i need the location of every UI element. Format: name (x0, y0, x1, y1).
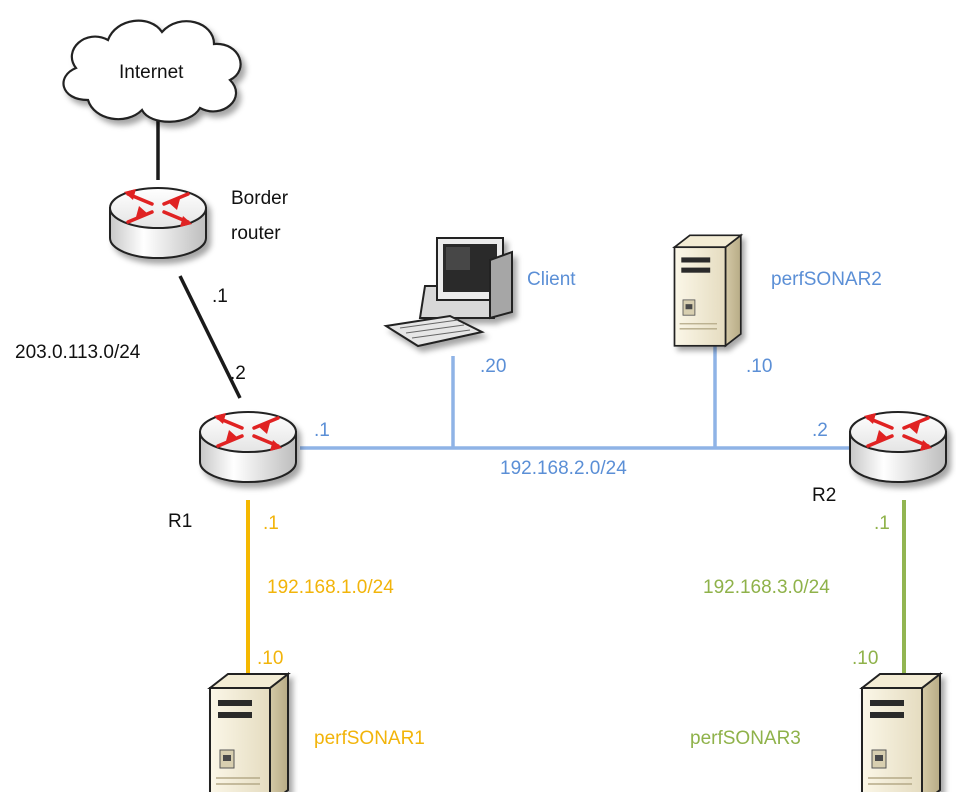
lan1-subnet: 192.168.1.0/24 (267, 577, 394, 598)
border-router-label-line1: Border (231, 188, 289, 209)
desktop-computer-icon (383, 237, 513, 348)
lan3-subnet: 192.168.3.0/24 (703, 577, 830, 598)
server-tower-icon (861, 673, 941, 792)
lan2-ps2-host: .10 (746, 356, 773, 377)
perfsonar2-label: perfSONAR2 (771, 269, 882, 290)
lan3-ps3-host: .10 (852, 648, 879, 669)
lan3-r2-host: .1 (874, 513, 890, 534)
perfsonar3-label: perfSONAR3 (690, 728, 801, 749)
router-icon (108, 186, 208, 260)
lan2-subnet: 192.168.2.0/24 (500, 458, 627, 479)
wan-border-host: .1 (212, 286, 228, 307)
cloud-icon (62, 19, 242, 123)
server-tower-icon (209, 673, 289, 792)
client-label: Client (527, 269, 576, 290)
r1-label: R1 (168, 511, 193, 532)
border-router-label-line2: router (231, 223, 281, 244)
router-icon (848, 410, 948, 484)
wan-r1-host: .2 (230, 363, 246, 384)
lan2-r1-host: .1 (314, 420, 330, 441)
lan2-client-host: .20 (480, 356, 507, 377)
perfsonar1-label: perfSONAR1 (314, 728, 425, 749)
router-icon (198, 410, 298, 484)
link-border-r1 (178, 275, 242, 399)
internet-label: Internet (119, 62, 184, 83)
server-tower-icon (673, 234, 742, 347)
wan-subnet: 203.0.113.0/24 (15, 342, 141, 363)
lan2-r2-host: .2 (812, 420, 828, 441)
r2-label: R2 (812, 485, 837, 506)
lan1-r1-host: .1 (263, 513, 279, 534)
lan1-ps1-host: .10 (257, 648, 284, 669)
